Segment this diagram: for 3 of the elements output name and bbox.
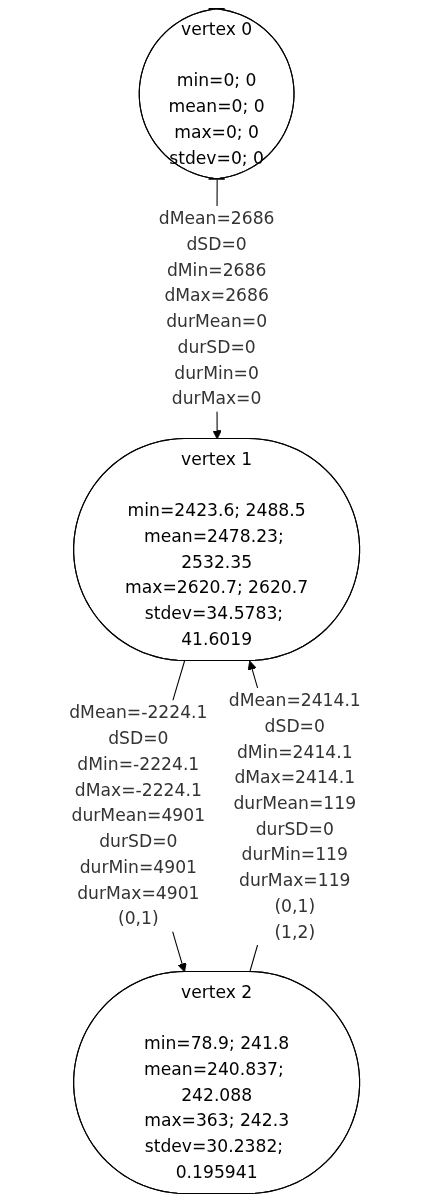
- edge-label: dMean=2414.1 dSD=0 dMin=2414.1 dMax=2414.1 durMean=119 durSD=0 durMin=119 durMax=119 (0,1) (1,2): [228, 689, 361, 942]
- edge-label: dMean=2686 dSD=0 dMin=2686 dMax=2686 durMean=0 durSD=0 durMin=0 durMax=0: [158, 208, 275, 409]
- edge-label: dMean=-2224.1 dSD=0 dMin=-2224.1 dMax=-2224.1 durMean=4901 durSD=0 durMin=4901 durMax=4901 (0,1): [69, 702, 208, 929]
